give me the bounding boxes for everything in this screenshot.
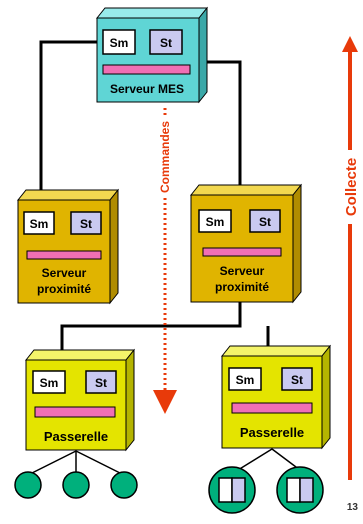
gateway-left-st-label: St bbox=[95, 376, 107, 390]
proximity-left-label-line1: Serveur bbox=[42, 266, 87, 280]
gateway-left-top bbox=[24, 349, 136, 361]
commands-arrow: Commandes bbox=[153, 108, 177, 414]
mes-pink-bar bbox=[102, 64, 191, 75]
gateway-right-side bbox=[321, 344, 331, 450]
device-tree-right bbox=[208, 448, 324, 514]
mes-server-side bbox=[198, 6, 208, 104]
link-mes-proximity-right bbox=[198, 60, 242, 195]
collect-label-backdrop bbox=[338, 150, 362, 224]
sensor-tree-left bbox=[14, 450, 138, 499]
gateway-left-side bbox=[125, 348, 135, 452]
proximity-left-pink-bar bbox=[26, 250, 102, 260]
gateway-right-st-label: St bbox=[291, 373, 303, 387]
commands-label: Commandes bbox=[158, 121, 172, 193]
gateway-left-label: Passerelle bbox=[44, 429, 108, 444]
sensor-node-2 bbox=[62, 471, 90, 499]
mes-server-top bbox=[95, 7, 209, 19]
collect-arrow: Collecte bbox=[338, 36, 362, 480]
gateway-right-sm-box bbox=[228, 367, 262, 391]
proximity-right-st-box bbox=[249, 209, 281, 233]
device-node-1-panel-left bbox=[218, 477, 233, 503]
link-proximity-right-gateways bbox=[60, 302, 242, 352]
sensor-link-1 bbox=[29, 450, 77, 475]
proximity-left-side bbox=[109, 188, 119, 305]
gateway-right-pink-bar bbox=[231, 402, 313, 414]
proximity-right-top bbox=[189, 184, 303, 196]
proximity-left-sm-box bbox=[23, 211, 55, 235]
proximity-left-label-line2: proximité bbox=[37, 282, 91, 296]
proximity-right-sm-label: Sm bbox=[206, 215, 225, 229]
commands-label-backdrop bbox=[157, 118, 173, 196]
device-node-2-panel-right bbox=[299, 477, 314, 503]
gateway-right-sm-label: Sm bbox=[236, 373, 255, 387]
device-node-1-panel-right bbox=[231, 477, 246, 503]
proximity-server-left: Sm St Serveur proximité bbox=[16, 188, 120, 305]
proximity-right-label-line2: proximité bbox=[215, 280, 269, 294]
gateway-left: Sm St Passerelle bbox=[24, 348, 136, 452]
device-node-2-panel-left bbox=[286, 477, 301, 503]
gateway-right-label: Passerelle bbox=[240, 425, 304, 440]
proximity-right-side bbox=[292, 183, 302, 304]
mes-sm-box bbox=[102, 29, 136, 55]
sensor-node-1 bbox=[14, 471, 42, 499]
gateway-left-st-box bbox=[85, 370, 117, 394]
device-link-1 bbox=[237, 448, 273, 471]
device-node-1 bbox=[208, 466, 256, 514]
collect-label: Collecte bbox=[343, 158, 360, 216]
gateway-right-st-box bbox=[281, 367, 313, 391]
proximity-right-sm-box bbox=[198, 209, 232, 233]
link-mes-proximity-left bbox=[39, 40, 97, 200]
gateway-left-sm-box bbox=[32, 370, 66, 394]
mes-sm-label: Sm bbox=[110, 36, 129, 50]
proximity-right-st-label: St bbox=[259, 215, 271, 229]
device-node-2 bbox=[276, 466, 324, 514]
mes-st-box bbox=[149, 29, 183, 55]
proximity-left-st-box bbox=[70, 211, 102, 235]
gateway-right-top bbox=[220, 345, 332, 357]
sensor-node-3 bbox=[110, 471, 138, 499]
gateway-left-sm-label: Sm bbox=[40, 376, 59, 390]
proximity-right-pink-bar bbox=[202, 247, 282, 257]
proximity-left-st-label: St bbox=[80, 217, 92, 231]
proximity-left-top bbox=[16, 189, 120, 201]
collect-arrow-head bbox=[342, 36, 358, 52]
connection-lines bbox=[39, 40, 270, 352]
device-link-2 bbox=[271, 448, 301, 471]
proximity-left-sm-label: Sm bbox=[30, 217, 49, 231]
sensor-link-3 bbox=[75, 450, 123, 475]
proximity-right-label-line1: Serveur bbox=[220, 264, 265, 278]
page-number: 13 bbox=[347, 502, 359, 513]
mes-server-label: Serveur MES bbox=[110, 82, 184, 96]
gateway-left-pink-bar bbox=[34, 406, 116, 418]
mes-server: Sm St Serveur MES bbox=[95, 6, 209, 104]
mes-st-label: St bbox=[160, 36, 172, 50]
gateway-right: Sm St Passerelle bbox=[220, 344, 332, 450]
proximity-server-right: Sm St Serveur proximité bbox=[189, 183, 303, 304]
